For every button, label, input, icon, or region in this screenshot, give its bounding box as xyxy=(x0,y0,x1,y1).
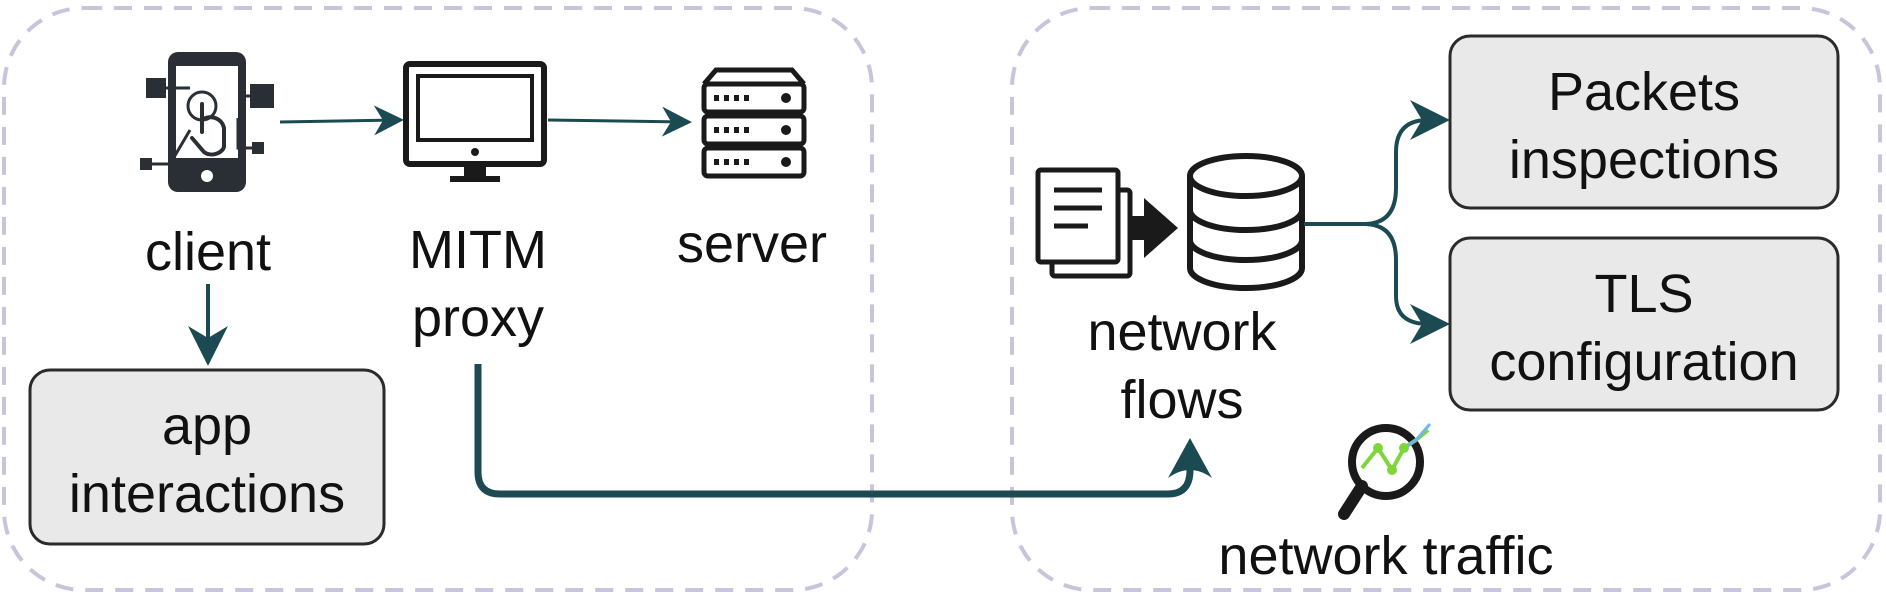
app-interactions-line1: app xyxy=(162,396,252,456)
packets-inspections-line2: inspections xyxy=(1509,130,1779,190)
network-flows-line2: flows xyxy=(1120,370,1243,430)
packets-inspections-box xyxy=(1448,34,1840,210)
app-interactions-box xyxy=(28,368,386,546)
tls-configuration-line2: configuration xyxy=(1489,332,1798,392)
flow-arrow-icon xyxy=(1132,198,1178,258)
network-flows-line1: network xyxy=(1087,302,1277,362)
arrow-proxy-to-network-flows xyxy=(474,364,1194,498)
proxy-label: proxy xyxy=(412,288,544,348)
app-interactions-line2: interactions xyxy=(69,464,345,524)
arrow-proxy-to-server xyxy=(547,106,692,137)
client-label: client xyxy=(145,222,271,282)
arrow-flows-to-tls xyxy=(1363,222,1450,344)
traffic-analysis-icon xyxy=(1338,423,1432,520)
packets-inspections-line1: Packets xyxy=(1548,62,1740,122)
smartphone-icon xyxy=(140,52,274,192)
server-icon xyxy=(701,67,807,179)
arrow-proxy-to-network-flows-head xyxy=(1168,438,1212,478)
mitm-label: MITM xyxy=(409,220,547,280)
network-traffic-label: network traffic xyxy=(1218,526,1553,586)
tls-configuration-line1: TLS xyxy=(1594,264,1693,324)
documents-icon xyxy=(1035,167,1133,279)
arrow-flows-to-packets xyxy=(1304,100,1450,226)
database-icon xyxy=(1187,153,1305,291)
arrow-client-to-proxy xyxy=(279,105,404,136)
tls-configuration-box xyxy=(1448,236,1840,412)
monitor-icon xyxy=(403,61,547,182)
server-label: server xyxy=(677,214,827,274)
